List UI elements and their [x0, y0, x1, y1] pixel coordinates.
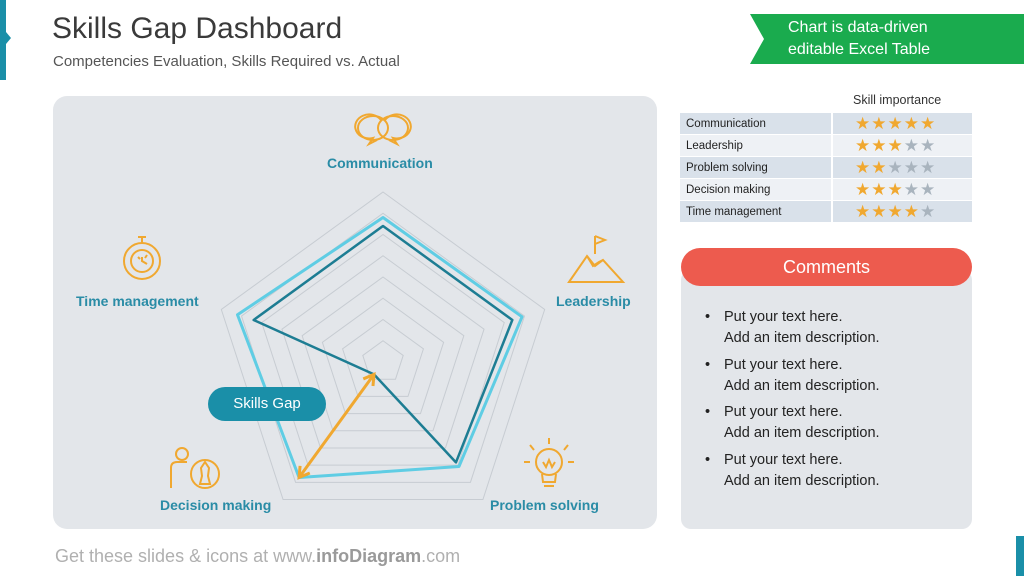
skill-importance-row: Problem solving★★★★★: [680, 157, 972, 179]
star-empty-icon: ★: [920, 136, 937, 155]
skills-gap-badge: Skills Gap: [208, 387, 326, 421]
star-empty-icon: ★: [920, 158, 937, 177]
page-title: Skills Gap Dashboard: [52, 12, 343, 45]
comment-line-2: Add an item description.: [724, 377, 880, 394]
left-accent-bar: [0, 0, 6, 80]
radar-grid-ring: [321, 297, 445, 415]
skill-importance-row: Time management★★★★★: [680, 201, 972, 223]
comment-item: Put your text here. Add an item descripti…: [703, 307, 963, 349]
star-empty-icon: ★: [920, 180, 937, 199]
radar-grid-ring: [240, 212, 526, 483]
comment-line-2: Add an item description.: [724, 425, 880, 441]
star-filled-icon: ★: [871, 114, 888, 133]
radar-grid: [220, 191, 546, 501]
comment-item: Put your text here. Add an item descripti…: [703, 450, 963, 492]
star-filled-icon: ★: [855, 114, 872, 133]
skill-name: Communication: [680, 113, 833, 134]
person-chess-icon: [170, 447, 220, 489]
skill-name: Decision making: [680, 179, 833, 200]
skill-name: Leadership: [680, 135, 833, 156]
footer-credit[interactable]: Get these slides & icons at www.infoDiag…: [55, 546, 460, 567]
mountain-flag-icon: [567, 235, 626, 283]
star-filled-icon: ★: [887, 136, 904, 155]
star-filled-icon: ★: [920, 114, 937, 133]
comment-item: Put your text here. Add an item descripti…: [703, 402, 963, 444]
axis-label-decision-making: Decision making: [160, 497, 272, 513]
comment-line-1: Put your text here.: [724, 404, 843, 420]
skill-importance-table: Communication★★★★★Leadership★★★★★Problem…: [680, 113, 972, 223]
axis-label-leadership: Leadership: [556, 293, 631, 309]
footer-brand: infoDiagram: [316, 546, 422, 566]
radar-grid-ring: [281, 255, 485, 449]
radar-series-2: [252, 224, 514, 464]
skill-name: Time management: [680, 201, 833, 222]
star-filled-icon: ★: [871, 202, 888, 221]
skill-stars: ★★★★★: [833, 179, 972, 200]
comment-line-1: Put your text here.: [724, 356, 843, 373]
skill-stars: ★★★★★: [833, 157, 972, 178]
star-filled-icon: ★: [855, 158, 872, 177]
star-empty-icon: ★: [903, 180, 920, 199]
left-accent-arrow: [6, 32, 11, 44]
radar-series: [235, 216, 524, 480]
star-filled-icon: ★: [887, 202, 904, 221]
star-filled-icon: ★: [871, 180, 888, 199]
comment-line-1: Put your text here.: [724, 309, 843, 325]
radar-grid-ring: [301, 276, 465, 432]
radar-grid-ring: [220, 191, 546, 501]
comment-item: Put your text here. Add an item descripti…: [703, 355, 963, 397]
skill-importance-header: Skill importance: [853, 93, 942, 107]
skill-importance-row: Decision making★★★★★: [680, 179, 972, 201]
ribbon-line-1: Chart is data-driven: [788, 19, 928, 36]
right-accent-bar: [1016, 536, 1024, 576]
star-filled-icon: ★: [903, 202, 920, 221]
star-filled-icon: ★: [871, 158, 888, 177]
skill-name: Problem solving: [680, 157, 833, 178]
footer-prefix: Get these slides & icons at www.: [55, 546, 317, 566]
axis-label-communication: Communication: [327, 155, 433, 171]
stopwatch-icon: [123, 236, 161, 280]
skill-stars: ★★★★★: [833, 201, 972, 222]
skill-importance-row: Communication★★★★★: [680, 113, 972, 135]
lightbulb-icon: [524, 438, 574, 487]
comment-line-1: Put your text here.: [724, 451, 843, 468]
radar-grid-ring: [261, 233, 505, 466]
comment-line-2: Add an item description.: [724, 472, 880, 489]
star-filled-icon: ★: [871, 136, 888, 155]
skills-gap-arrow: [297, 372, 376, 480]
comments-list: Put your text here. Add an item descripti…: [703, 307, 963, 497]
star-empty-icon: ★: [887, 158, 904, 177]
star-filled-icon: ★: [887, 114, 904, 133]
radar-grid-ring: [362, 340, 404, 380]
skill-stars: ★★★★★: [833, 113, 972, 134]
comment-line-2: Add an item description.: [724, 330, 880, 346]
page-subtitle: Competencies Evaluation, Skills Required…: [53, 53, 400, 70]
skill-importance-row: Leadership★★★★★: [680, 135, 972, 157]
footer-suffix: .com: [421, 546, 461, 566]
axis-label-time-management: Time management: [76, 293, 199, 309]
star-filled-icon: ★: [887, 180, 904, 199]
gap-arrowhead-inner: [362, 372, 376, 387]
star-empty-icon: ★: [903, 136, 920, 155]
data-driven-ribbon: Chart is data-driven editable Excel Tabl…: [750, 14, 1024, 64]
ribbon-line-2: editable Excel Table: [788, 41, 931, 58]
radar-panel: [53, 96, 657, 529]
star-empty-icon: ★: [920, 202, 937, 221]
radar-grid-ring: [341, 318, 425, 397]
gap-arrowhead-outer: [297, 465, 311, 480]
communication-icon-group: [354, 113, 412, 147]
radar-series-1: [235, 216, 524, 480]
skill-stars: ★★★★★: [833, 135, 972, 156]
star-filled-icon: ★: [855, 136, 872, 155]
star-empty-icon: ★: [903, 158, 920, 177]
star-filled-icon: ★: [855, 180, 872, 199]
star-filled-icon: ★: [855, 202, 872, 221]
star-filled-icon: ★: [903, 114, 920, 133]
skills-gap-line: [297, 373, 376, 479]
comments-header: Comments: [681, 248, 972, 286]
axis-label-problem-solving: Problem solving: [490, 497, 599, 513]
